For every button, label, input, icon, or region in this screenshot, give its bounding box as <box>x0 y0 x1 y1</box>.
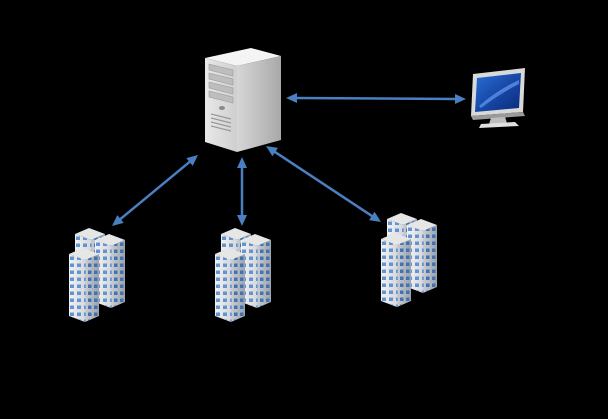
connector-arrow-monitor <box>286 93 466 104</box>
connector-arrow-building-left <box>112 155 198 226</box>
office-buildings-icon <box>69 228 125 322</box>
connector-line <box>293 96 459 101</box>
arrowhead <box>237 157 247 168</box>
arrowhead <box>186 155 198 166</box>
arrowhead <box>266 146 278 157</box>
arrowhead <box>112 215 124 226</box>
desktop-monitor-icon <box>471 68 525 128</box>
connector-line <box>117 159 193 222</box>
connector-group <box>112 93 466 226</box>
arrowhead <box>369 211 381 222</box>
arrowhead <box>454 93 466 104</box>
arrowhead <box>286 93 298 104</box>
connector-line <box>271 149 376 219</box>
office-buildings-icon <box>381 213 437 307</box>
server-tower-icon <box>205 48 281 152</box>
arrowhead <box>237 215 247 226</box>
connector-arrow-building-center <box>237 157 247 226</box>
connector-arrow-building-right <box>266 146 381 222</box>
office-buildings-icon <box>215 228 271 322</box>
